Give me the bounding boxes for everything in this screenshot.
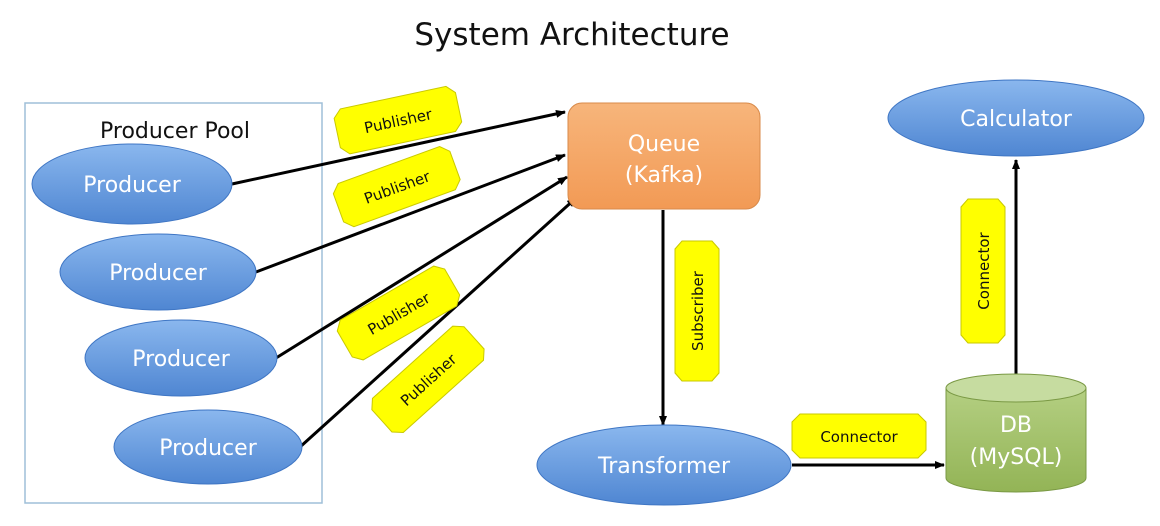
producer-node-1: Producer (31, 143, 233, 225)
subscriber-tag-label: Subscriber (689, 270, 707, 351)
producer-node-4: Producer (113, 409, 303, 485)
publisher-tag-2: Publisher (332, 146, 461, 228)
transformer-label: Transformer (597, 454, 731, 479)
producer-node-3: Producer (84, 319, 278, 397)
connector-tag-transformer-db: Connector (791, 413, 927, 459)
producer-node-2: Producer (59, 233, 257, 311)
producer-label: Producer (109, 261, 207, 286)
calculator-node: Calculator (887, 79, 1145, 157)
producer-label: Producer (83, 173, 181, 198)
db-sublabel: (MySQL) (970, 445, 1063, 470)
producer-pool-box (24, 102, 323, 504)
publisher-tag-1: Publisher (333, 85, 463, 155)
edge-producer-3-to-queue (275, 175, 568, 360)
diagram-title: System Architecture (414, 17, 729, 53)
connector-tag-label: Connector (820, 428, 898, 446)
subscriber-tag: Subscriber (674, 240, 720, 382)
edge-producer-1-to-queue (231, 109, 566, 186)
queue-sublabel: (Kafka) (625, 163, 703, 188)
calculator-label: Calculator (960, 107, 1073, 132)
edge-producer-4-to-queue (298, 196, 578, 449)
queue-label: Queue (628, 132, 700, 157)
connector-tag-label: Connector (975, 231, 993, 309)
edge-producer-2-to-queue (255, 153, 566, 274)
producer-label: Producer (132, 347, 230, 372)
producer-pool-label: Producer Pool (100, 119, 250, 144)
db-label: DB (1000, 413, 1032, 438)
db-node: DB (MySQL) (945, 373, 1087, 493)
producer-label: Producer (159, 436, 257, 461)
connector-tag-db-calculator: Connector (960, 198, 1006, 344)
queue-node: Queue (Kafka) (567, 102, 761, 210)
transformer-node: Transformer (536, 424, 792, 506)
